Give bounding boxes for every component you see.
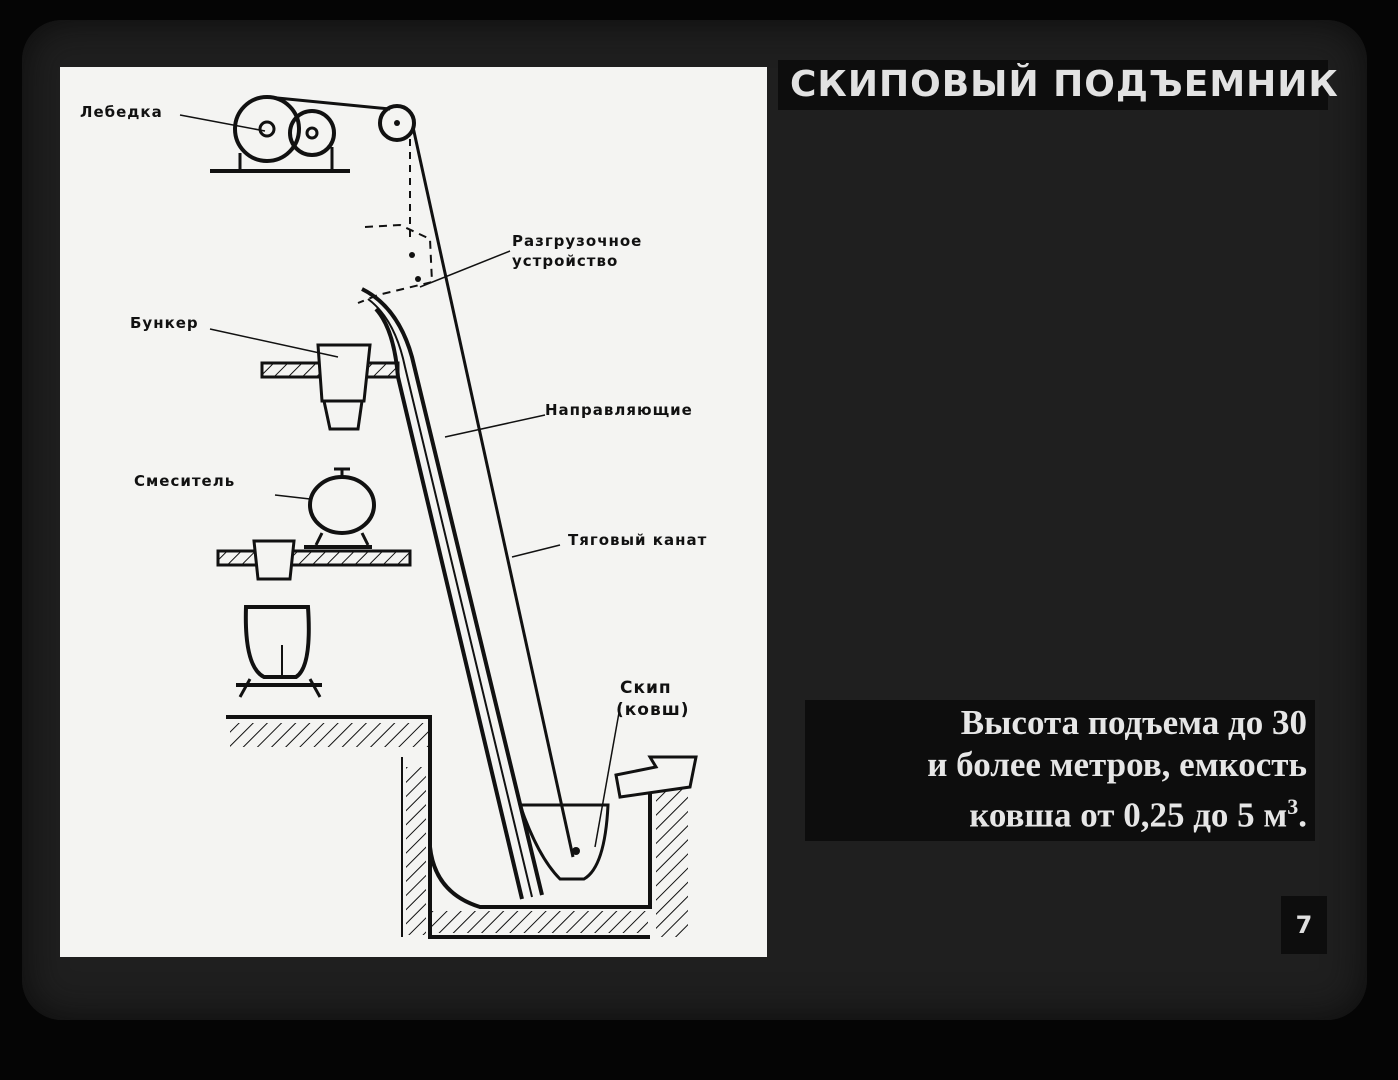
label-mixer: Смеситель — [134, 472, 236, 490]
leader-lines — [179, 114, 621, 848]
pit-foundation — [226, 715, 688, 939]
description-line-1: Высота подъема до 30 — [960, 703, 1307, 742]
slide-title: СКИПОВЫЙ ПОДЪЕМНИК — [778, 60, 1338, 110]
cart-icon — [236, 605, 322, 698]
traction-cable — [411, 126, 575, 858]
label-cable: Тяговый канат — [568, 531, 708, 549]
label-bunker: Бункер — [130, 314, 199, 332]
label-skip-1: Скип — [620, 678, 672, 698]
description-line-3-text: ковша от 0,25 до 5 м — [969, 795, 1288, 835]
label-skip-2: (ковш) — [616, 700, 690, 720]
mixer-icon — [216, 467, 412, 581]
page-number: 7 — [1281, 896, 1327, 954]
description-superscript: 3 — [1287, 794, 1299, 819]
label-unloading-device-2: устройство — [512, 252, 619, 270]
label-guides: Направляющие — [545, 401, 693, 419]
label-winch: Лебедка — [80, 103, 163, 121]
diagram-panel: Лебедка Разгрузочное устройство Бункер Н… — [60, 67, 767, 957]
description-line-2: и более метров, емкость — [927, 745, 1307, 784]
skip-bucket-icon — [517, 755, 698, 881]
description-line-3-end: . — [1298, 795, 1307, 835]
description-line-3: ковша от 0,25 до 5 м3. — [813, 786, 1307, 837]
skip-hoist-diagram — [179, 95, 698, 939]
bunker-icon — [260, 343, 400, 431]
description-box: Высота подъема до 30 и более метров, емк… — [805, 700, 1315, 841]
winch-icon — [210, 95, 416, 173]
label-unloading-device-1: Разгрузочное — [512, 232, 643, 250]
